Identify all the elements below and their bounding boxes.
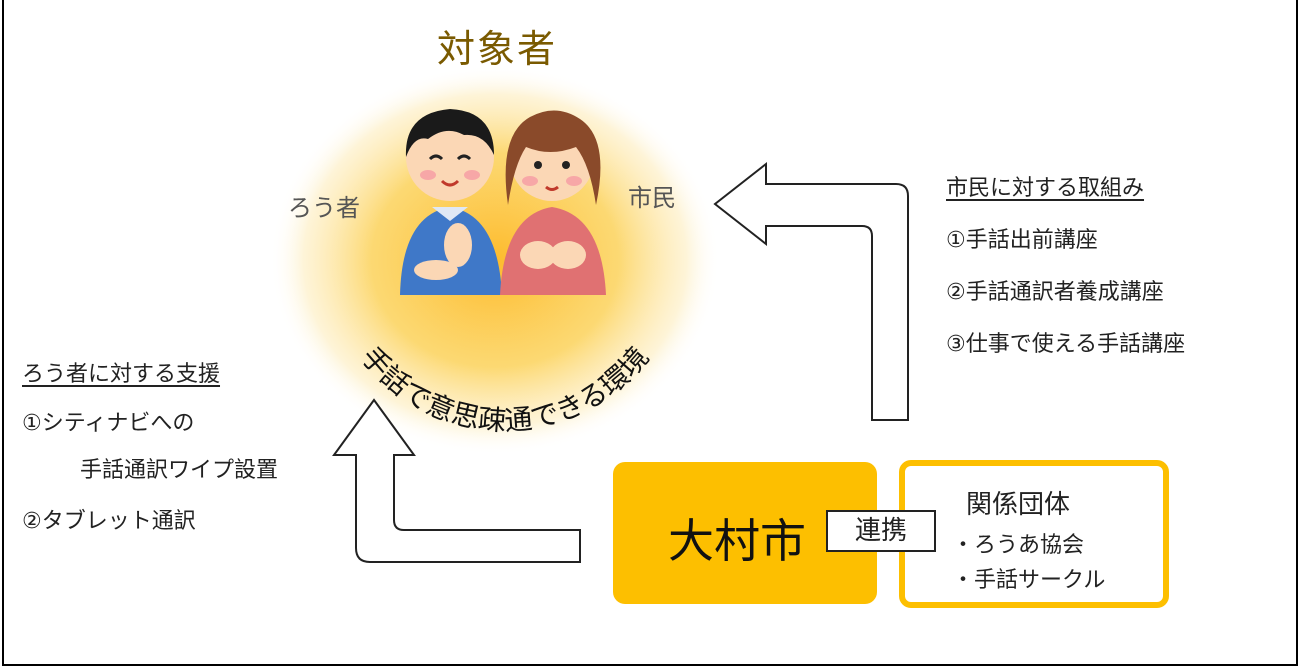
citizen-initiative-item-2: ②手話通訳者養成講座	[946, 280, 1164, 305]
deaf-support-heading: ろう者に対する支援	[22, 362, 221, 387]
arrow-to-citizen	[713, 161, 909, 421]
organization-item-2: ・手話サークル	[952, 568, 1106, 593]
deaf-support-item-2: ②タブレット通訳	[22, 509, 196, 534]
citizen-person-icon	[500, 110, 606, 295]
citizen-initiatives-heading: 市民に対する取組み	[946, 176, 1145, 201]
label-deaf: ろう者	[288, 194, 360, 222]
citizen-initiative-item-3: ③仕事で使える手話講座	[946, 332, 1186, 357]
deaf-support-item-1b: 手話通訳ワイプ設置	[80, 458, 279, 483]
deaf-support-item-1: ①シティナビへの	[22, 411, 195, 436]
citizen-initiative-item-1: ①手話出前講座	[946, 228, 1098, 253]
city-name: 大村市	[668, 514, 806, 568]
organization-item-1: ・ろうあ協会	[952, 533, 1085, 558]
target-title: 対象者	[437, 27, 558, 71]
label-citizen: 市民	[628, 184, 676, 212]
organizations-box	[899, 460, 1169, 608]
deaf-person-icon	[400, 109, 502, 295]
people-illustration	[400, 109, 606, 295]
organizations-title: 関係団体	[966, 490, 1071, 520]
link-label: 連携	[826, 510, 936, 552]
arrow-to-deaf	[332, 398, 581, 563]
